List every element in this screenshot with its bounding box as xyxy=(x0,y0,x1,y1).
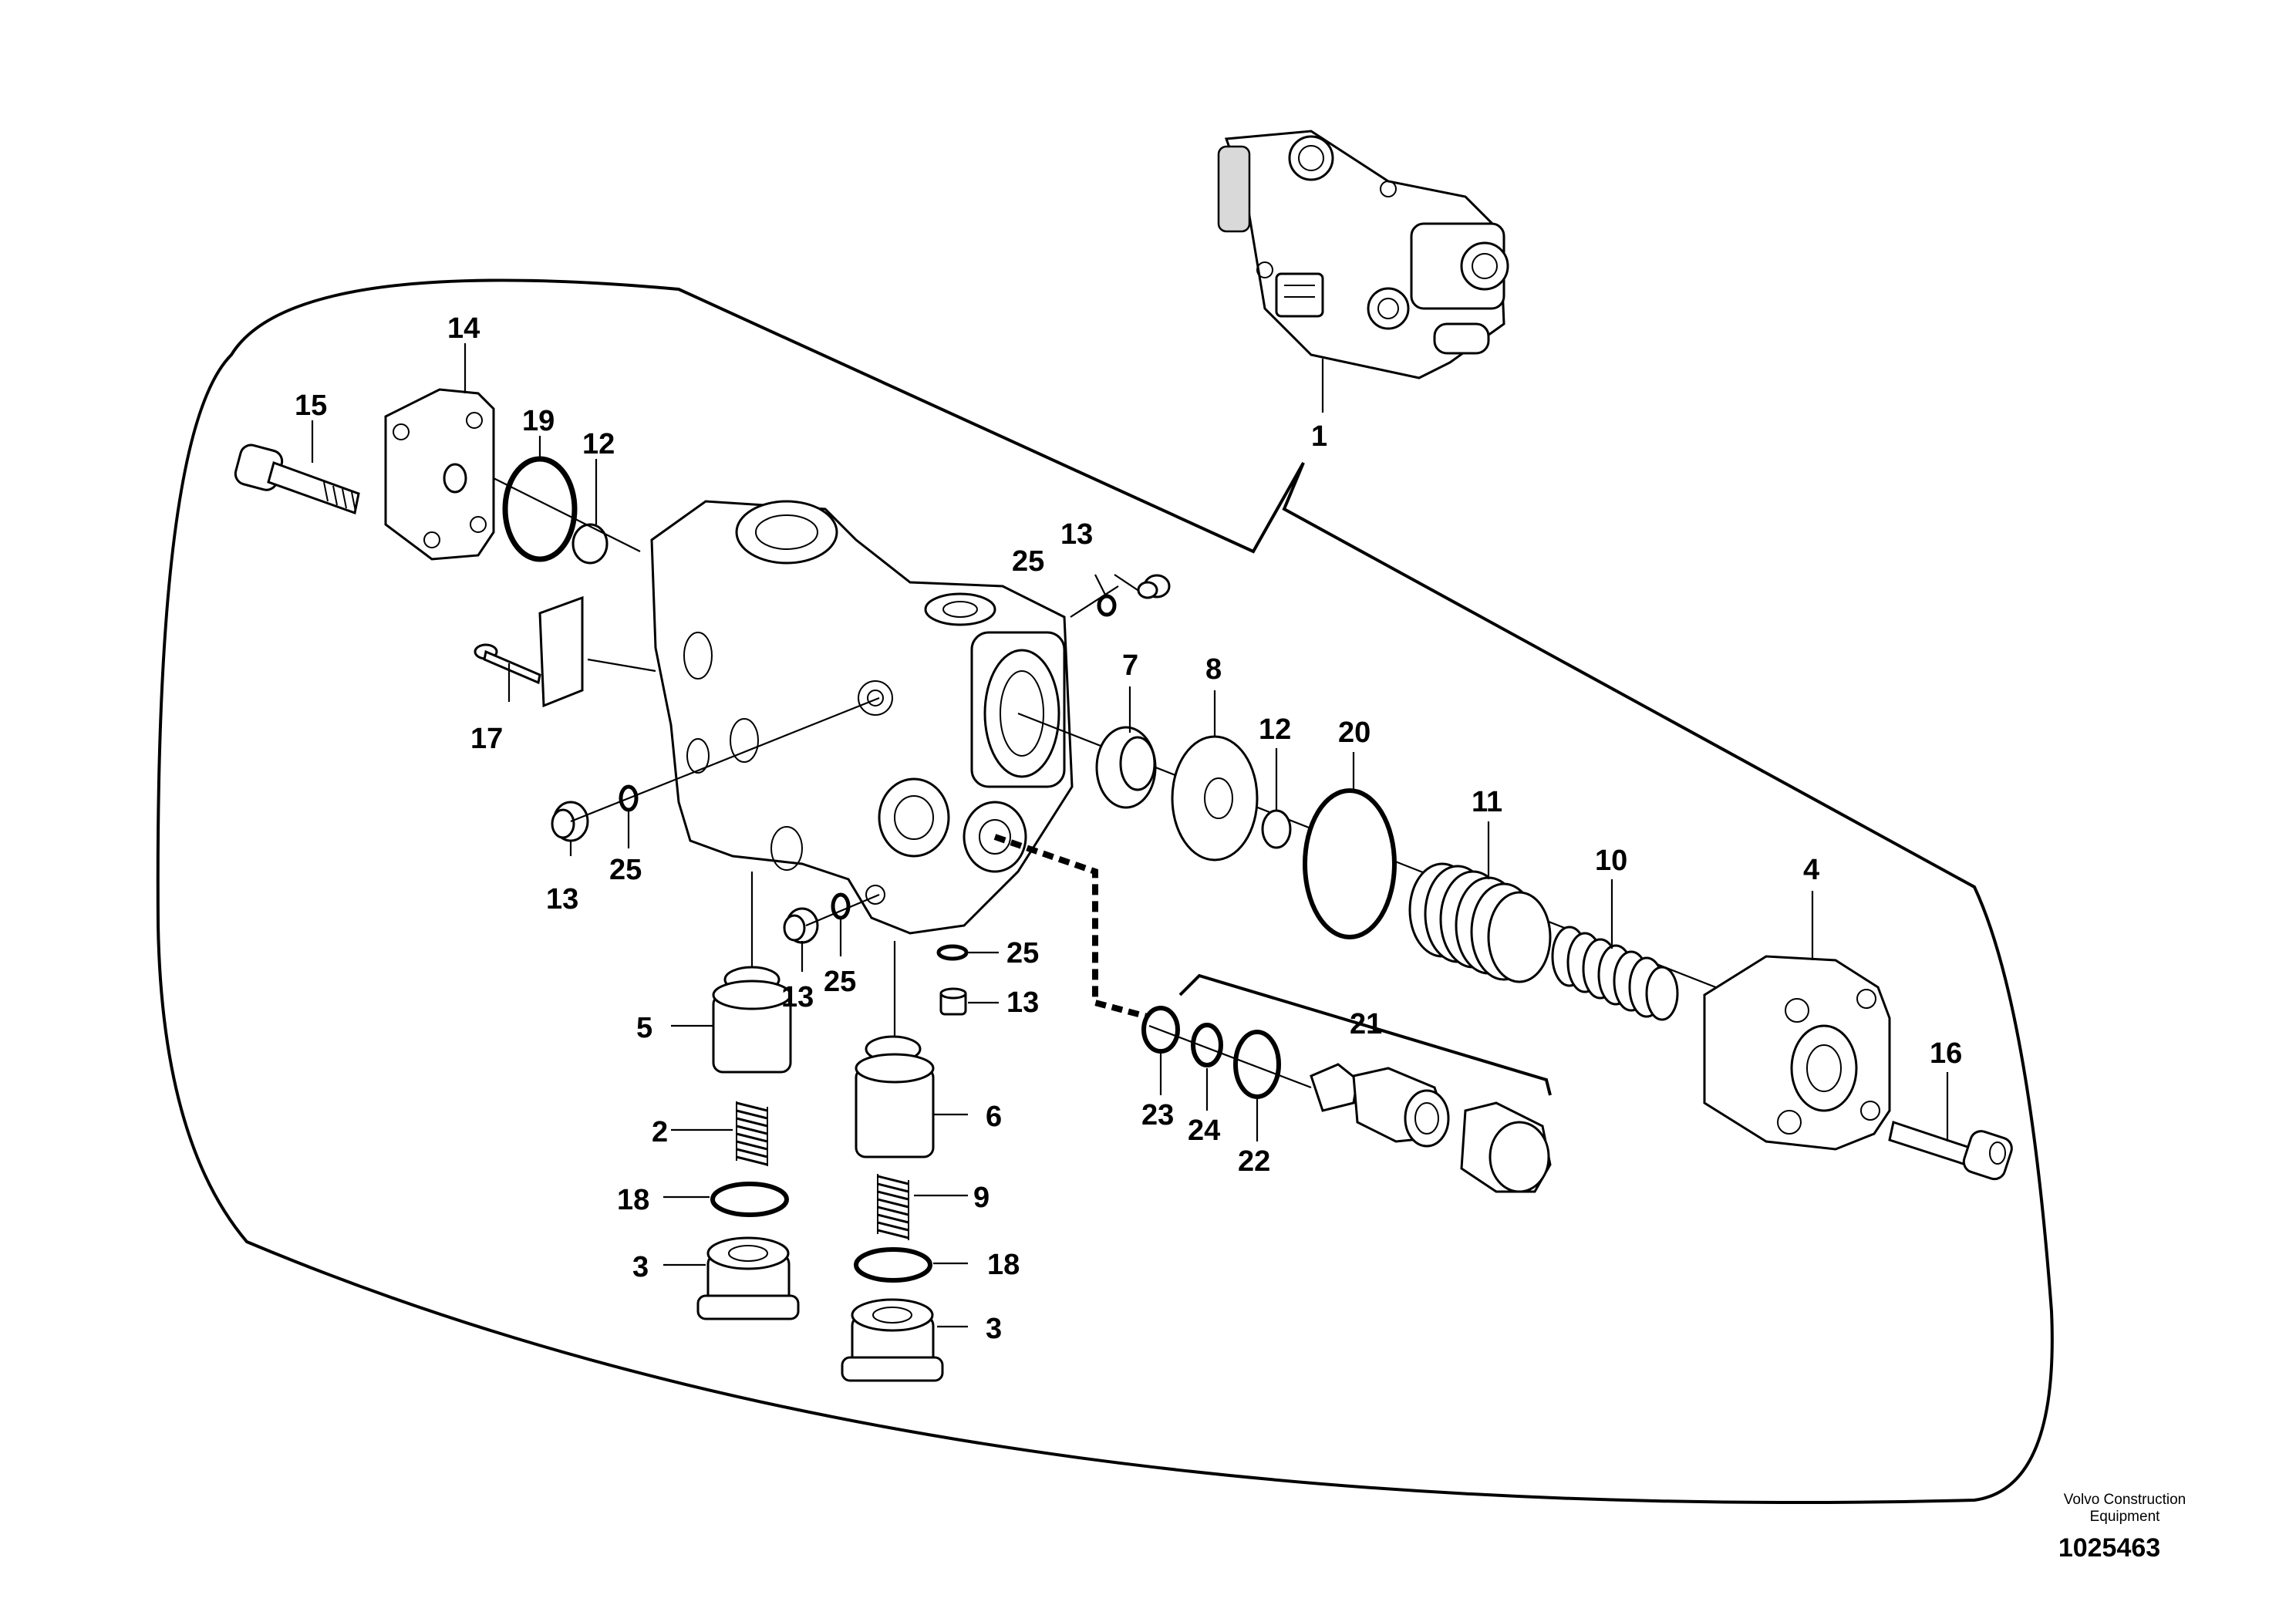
callout-24: 24 xyxy=(1188,1114,1220,1147)
callout-17: 17 xyxy=(470,723,503,755)
callout-4: 4 xyxy=(1803,854,1819,886)
callout-3-left: 3 xyxy=(632,1251,649,1283)
callout-13-top: 13 xyxy=(1060,518,1093,551)
callout-13-right: 13 xyxy=(1006,986,1039,1019)
valve-body-illustration xyxy=(650,500,1074,935)
callout-9: 9 xyxy=(973,1182,990,1214)
o-ring-25-top xyxy=(1097,594,1117,617)
callout-11: 11 xyxy=(1472,786,1502,818)
o-ring-24 xyxy=(1191,1023,1223,1067)
callout-1: 1 xyxy=(1311,420,1327,453)
callout-13-lower: 13 xyxy=(781,981,814,1013)
o-ring-25-lower xyxy=(831,892,851,920)
callout-8: 8 xyxy=(1205,653,1222,686)
callout-25-lower: 25 xyxy=(824,966,856,998)
bolt-15-illustration xyxy=(234,443,360,514)
callout-18-left: 18 xyxy=(617,1184,649,1216)
callout-19: 19 xyxy=(522,405,555,437)
drawing-number: 1025463 xyxy=(2058,1533,2160,1563)
callout-15: 15 xyxy=(295,389,327,422)
cover-4-illustration xyxy=(1703,955,1891,1151)
callout-25-right: 25 xyxy=(1006,937,1039,969)
piston-6-illustration xyxy=(855,1035,935,1158)
callout-14: 14 xyxy=(447,312,480,345)
sleeve-7-illustration xyxy=(1095,726,1157,809)
callout-6: 6 xyxy=(986,1101,1002,1133)
manufacturer-credit-line2: Equipment xyxy=(2090,1509,2161,1525)
plug-13-left-illustration xyxy=(551,801,589,842)
callout-20: 20 xyxy=(1338,717,1371,749)
plug-3-left-illustration xyxy=(696,1236,800,1320)
plug-13-lower-illustration xyxy=(783,907,819,944)
plug-3-right-illustration xyxy=(841,1298,944,1382)
callout-12-right: 12 xyxy=(1259,713,1291,746)
spring-2-illustration xyxy=(736,1101,768,1166)
dashed-connector-21 xyxy=(993,834,1155,1021)
screw-17-illustration xyxy=(474,643,541,685)
spring-11-illustration xyxy=(1408,862,1552,983)
o-ring-18-right xyxy=(854,1247,932,1283)
bolt-16-illustration xyxy=(1888,1121,2013,1181)
callout-3-right: 3 xyxy=(986,1313,1002,1345)
plug-13-top-illustration xyxy=(1137,574,1171,599)
o-ring-18-left xyxy=(710,1182,789,1217)
callout-25-top: 25 xyxy=(1012,545,1044,578)
o-ring-20 xyxy=(1303,788,1397,939)
callout-10: 10 xyxy=(1595,845,1627,877)
o-ring-25-right xyxy=(936,944,969,961)
assembled-valve-illustration xyxy=(1217,130,1509,379)
callout-23: 23 xyxy=(1141,1099,1174,1131)
spring-10-illustration xyxy=(1551,926,1679,1021)
leader-lines xyxy=(311,343,1949,1328)
o-ring-22 xyxy=(1233,1030,1281,1099)
washer-8-illustration xyxy=(1171,735,1259,862)
callout-25-left: 25 xyxy=(609,854,642,886)
callout-22: 22 xyxy=(1238,1145,1270,1178)
group-21-axis xyxy=(1148,1024,1312,1089)
exploded-view-boundary xyxy=(156,278,2054,1505)
callout-7: 7 xyxy=(1122,649,1138,682)
plate-illustration xyxy=(538,595,584,708)
plug-13-right-illustration xyxy=(939,987,967,1016)
callout-18-right: 18 xyxy=(987,1249,1020,1281)
relief-cartridge-21-illustration xyxy=(1310,1063,1552,1193)
callout-5: 5 xyxy=(636,1012,652,1044)
callout-21: 21 xyxy=(1350,1008,1382,1040)
piston-5-illustration xyxy=(712,966,792,1074)
o-ring-19 xyxy=(502,456,578,562)
group-21-bracket xyxy=(1178,973,1552,1096)
callout-16: 16 xyxy=(1930,1037,1962,1070)
cover-plate-14-illustration xyxy=(384,388,495,561)
callout-2: 2 xyxy=(652,1116,668,1148)
seal-12-right xyxy=(1261,809,1292,849)
spring-9-illustration xyxy=(877,1174,909,1240)
seal-12-upper xyxy=(571,523,609,565)
callout-12-upper: 12 xyxy=(582,428,615,460)
manufacturer-credit-line1: Volvo Construction xyxy=(2064,1492,2186,1508)
callout-13-left: 13 xyxy=(546,883,578,916)
